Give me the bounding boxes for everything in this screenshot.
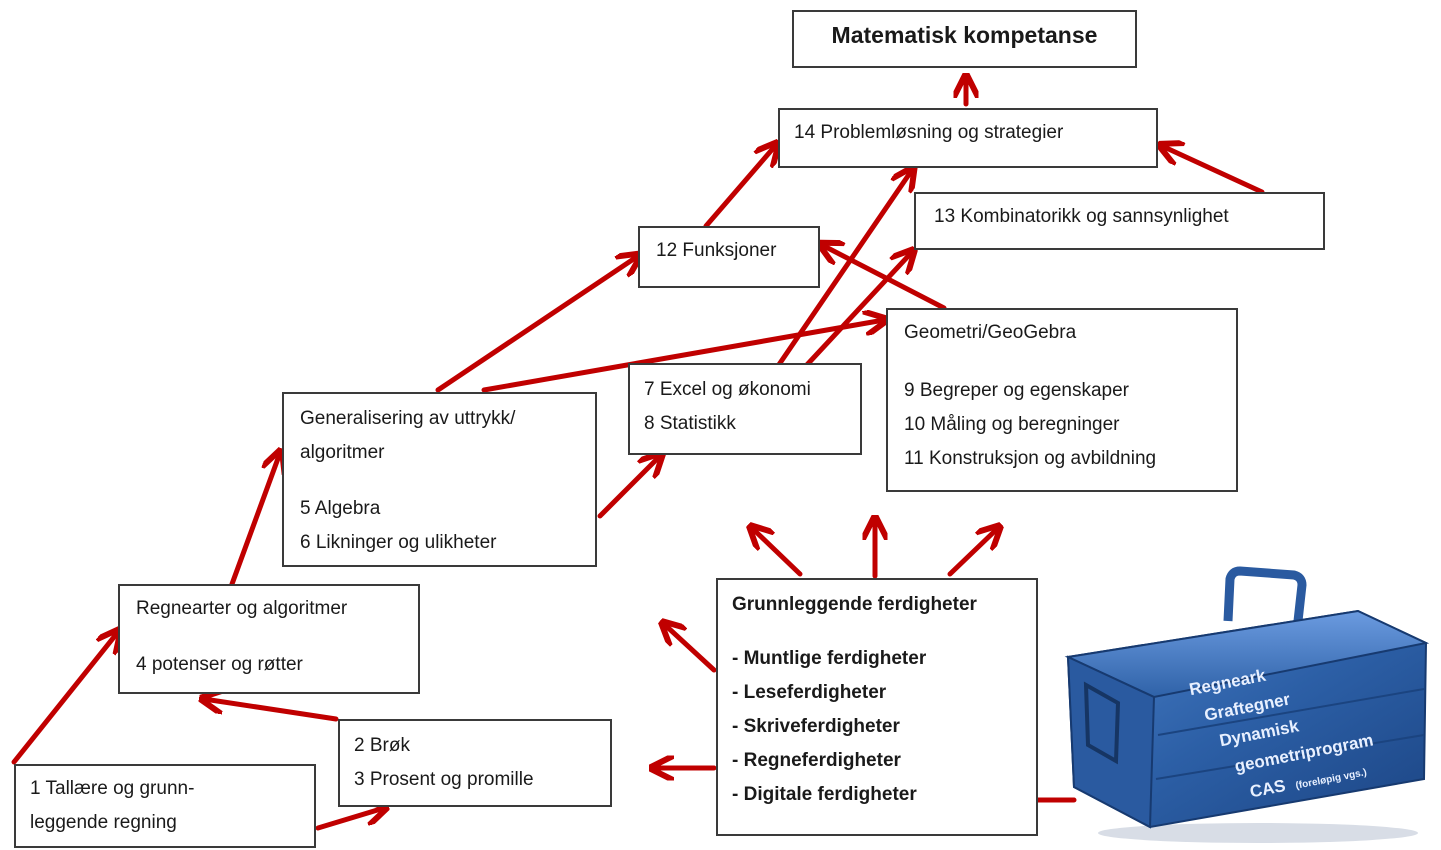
potenser-item: 4 potenser og røtter [136, 654, 303, 675]
arrow-gen-to-12 [435, 256, 638, 393]
grunnleggende-heading: Grunnleggende ferdigheter [732, 594, 977, 615]
arrow-tall-to-regn [11, 632, 118, 765]
matematisk-kompetanse-label: Matematisk kompetanse [831, 22, 1098, 48]
excel-statistikk-box: 7 Excel og økonomi 8 Statistikk [628, 363, 862, 455]
tallaere-box: 1 Tallære og grunn- leggende regning [14, 764, 316, 848]
arrow-regn-to-gen [229, 453, 280, 587]
generalisering-heading: Generalisering av uttrykk/ [300, 408, 516, 429]
arrow-geo-to-12 [822, 245, 947, 311]
tallaere-line1: 1 Tallære og grunn- [30, 778, 195, 799]
kombinatorikk-box: 13 Kombinatorikk og sannsynlighet [914, 192, 1325, 250]
geometri-item: 10 Måling og beregninger [904, 414, 1120, 435]
problemlosning-box: 14 Problemløsning og strategier [778, 108, 1158, 168]
algebra-item: 5 Algebra [300, 498, 381, 519]
arrow-13-to-14 [1162, 146, 1265, 195]
arrow-grunn-up-right [947, 528, 998, 577]
geometri-box: Geometri/GeoGebra 9 Begreper og egenskap… [886, 308, 1238, 492]
arrow-excel-to-13 [801, 252, 912, 371]
ferdighet-item: - Digitale ferdigheter [732, 784, 917, 805]
arrow-tall-to-brok [315, 808, 384, 831]
toolbox-drawing: Regneark Graftegner Dynamisk geometripro… [1064, 566, 1430, 843]
generalisering-box: Generalisering av uttrykk/ algoritmer 5 … [282, 392, 597, 567]
tallaere-line2: leggende regning [30, 812, 177, 833]
arrow-12-to-14 [703, 145, 776, 229]
geometri-item: 11 Konstruksjon og avbildning [904, 448, 1157, 469]
problemlosning-label: 14 Problemløsning og strategier [794, 122, 1064, 143]
statistikk-item: 8 Statistikk [644, 413, 736, 434]
grunnleggende-box: Grunnleggende ferdigheter - Muntlige fer… [716, 578, 1038, 836]
funksjoner-box: 12 Funksjoner [638, 226, 820, 288]
matematisk-kompetanse-box: Matematisk kompetanse [792, 10, 1137, 68]
arrow-grunn-up-left [752, 528, 803, 577]
ferdighet-item: - Muntlige ferdigheter [732, 648, 927, 669]
arrow-grunn-left-upper [664, 624, 717, 673]
toolbox-illustration: Regneark Graftegner Dynamisk geometripro… [1058, 565, 1438, 845]
brok-box: 2 Brøk 3 Prosent og promille [338, 719, 612, 807]
ferdighet-item: - Skriveferdigheter [732, 716, 900, 737]
kombinatorikk-label: 13 Kombinatorikk og sannsynlighet [934, 206, 1229, 227]
likninger-item: 6 Likninger og ulikheter [300, 532, 497, 553]
funksjoner-label: 12 Funksjoner [656, 240, 777, 261]
arrow-brok-to-regn [204, 699, 339, 722]
regnearter-box: Regnearter og algoritmer 4 potenser og r… [118, 584, 420, 694]
prosent-item: 3 Prosent og promille [354, 769, 534, 790]
brok-item: 2 Brøk [354, 735, 410, 756]
excel-item: 7 Excel og økonomi [644, 379, 811, 400]
regnearter-heading: Regnearter og algoritmer [136, 598, 348, 619]
ferdighet-item: - Regneferdigheter [732, 750, 901, 771]
arrow-gen-to-geo [481, 320, 884, 393]
geometri-heading: Geometri/GeoGebra [904, 322, 1077, 343]
generalisering-heading-cont: algoritmer [300, 442, 385, 463]
arrow-gen-to-excel [597, 456, 660, 519]
geometri-item: 9 Begreper og egenskaper [904, 380, 1129, 401]
ferdighet-item: - Leseferdigheter [732, 682, 887, 703]
